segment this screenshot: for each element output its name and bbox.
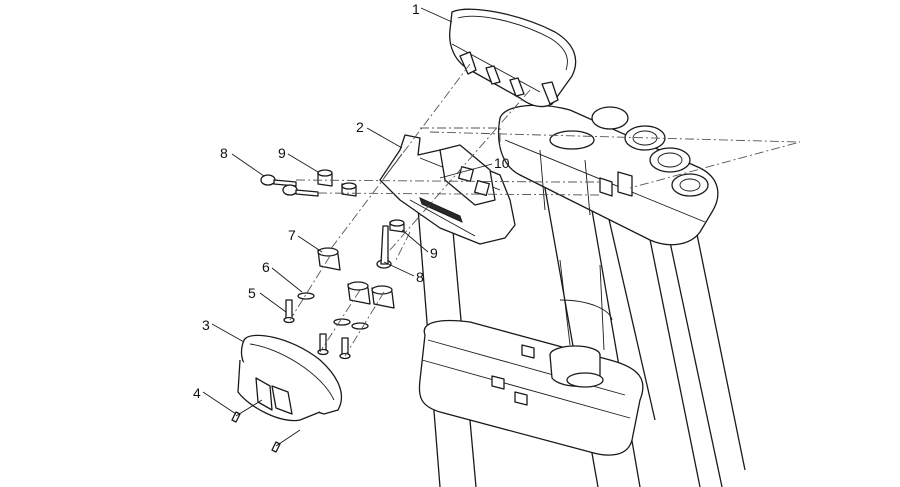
callout-4: 4 <box>193 385 201 401</box>
callout-6: 6 <box>262 259 270 275</box>
callout-9b: 9 <box>430 245 438 261</box>
part-2-mounting-bracket <box>379 134 516 245</box>
callout-1: 1 <box>412 1 420 17</box>
callout-10: 10 <box>494 155 510 171</box>
callout-3: 3 <box>202 317 210 333</box>
callout-9a: 9 <box>278 145 286 161</box>
part-4-screws <box>231 399 301 453</box>
part-8-bolts <box>260 174 392 269</box>
callout-labels: 1 2 3 4 5 6 7 8 8 9 9 10 <box>193 1 510 401</box>
callout-2: 2 <box>356 119 364 135</box>
callout-8b: 8 <box>416 269 424 285</box>
leader-lines <box>202 7 493 415</box>
part-3-rear-cover <box>237 334 343 422</box>
upper-triple-clamp <box>497 104 719 246</box>
part-1-instrument-cluster <box>449 8 577 108</box>
assembly-centerlines <box>289 63 801 357</box>
callout-8a: 8 <box>220 145 228 161</box>
callout-7: 7 <box>288 227 296 243</box>
lower-triple-clamp <box>418 259 644 456</box>
callout-5: 5 <box>248 285 256 301</box>
